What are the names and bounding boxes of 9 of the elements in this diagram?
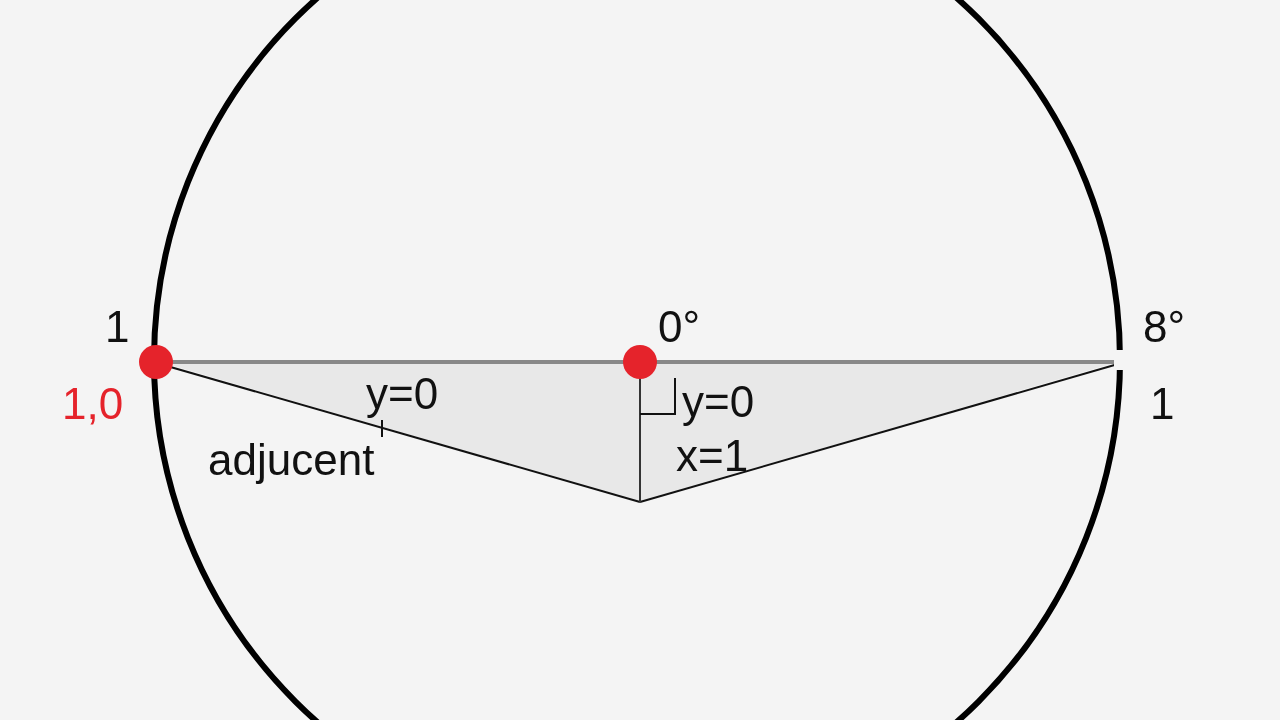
value-label: 1	[1150, 382, 1175, 426]
angle-label: 8°	[1143, 305, 1186, 349]
value-label: 1	[105, 305, 130, 349]
value-label: y=0	[366, 372, 439, 416]
angle-label: 0°	[658, 305, 701, 349]
side-label: adjucent	[208, 438, 375, 482]
coordinate-label: 1,0	[62, 382, 124, 426]
value-label: y=0	[682, 380, 755, 424]
value-label: x=1	[676, 434, 749, 478]
